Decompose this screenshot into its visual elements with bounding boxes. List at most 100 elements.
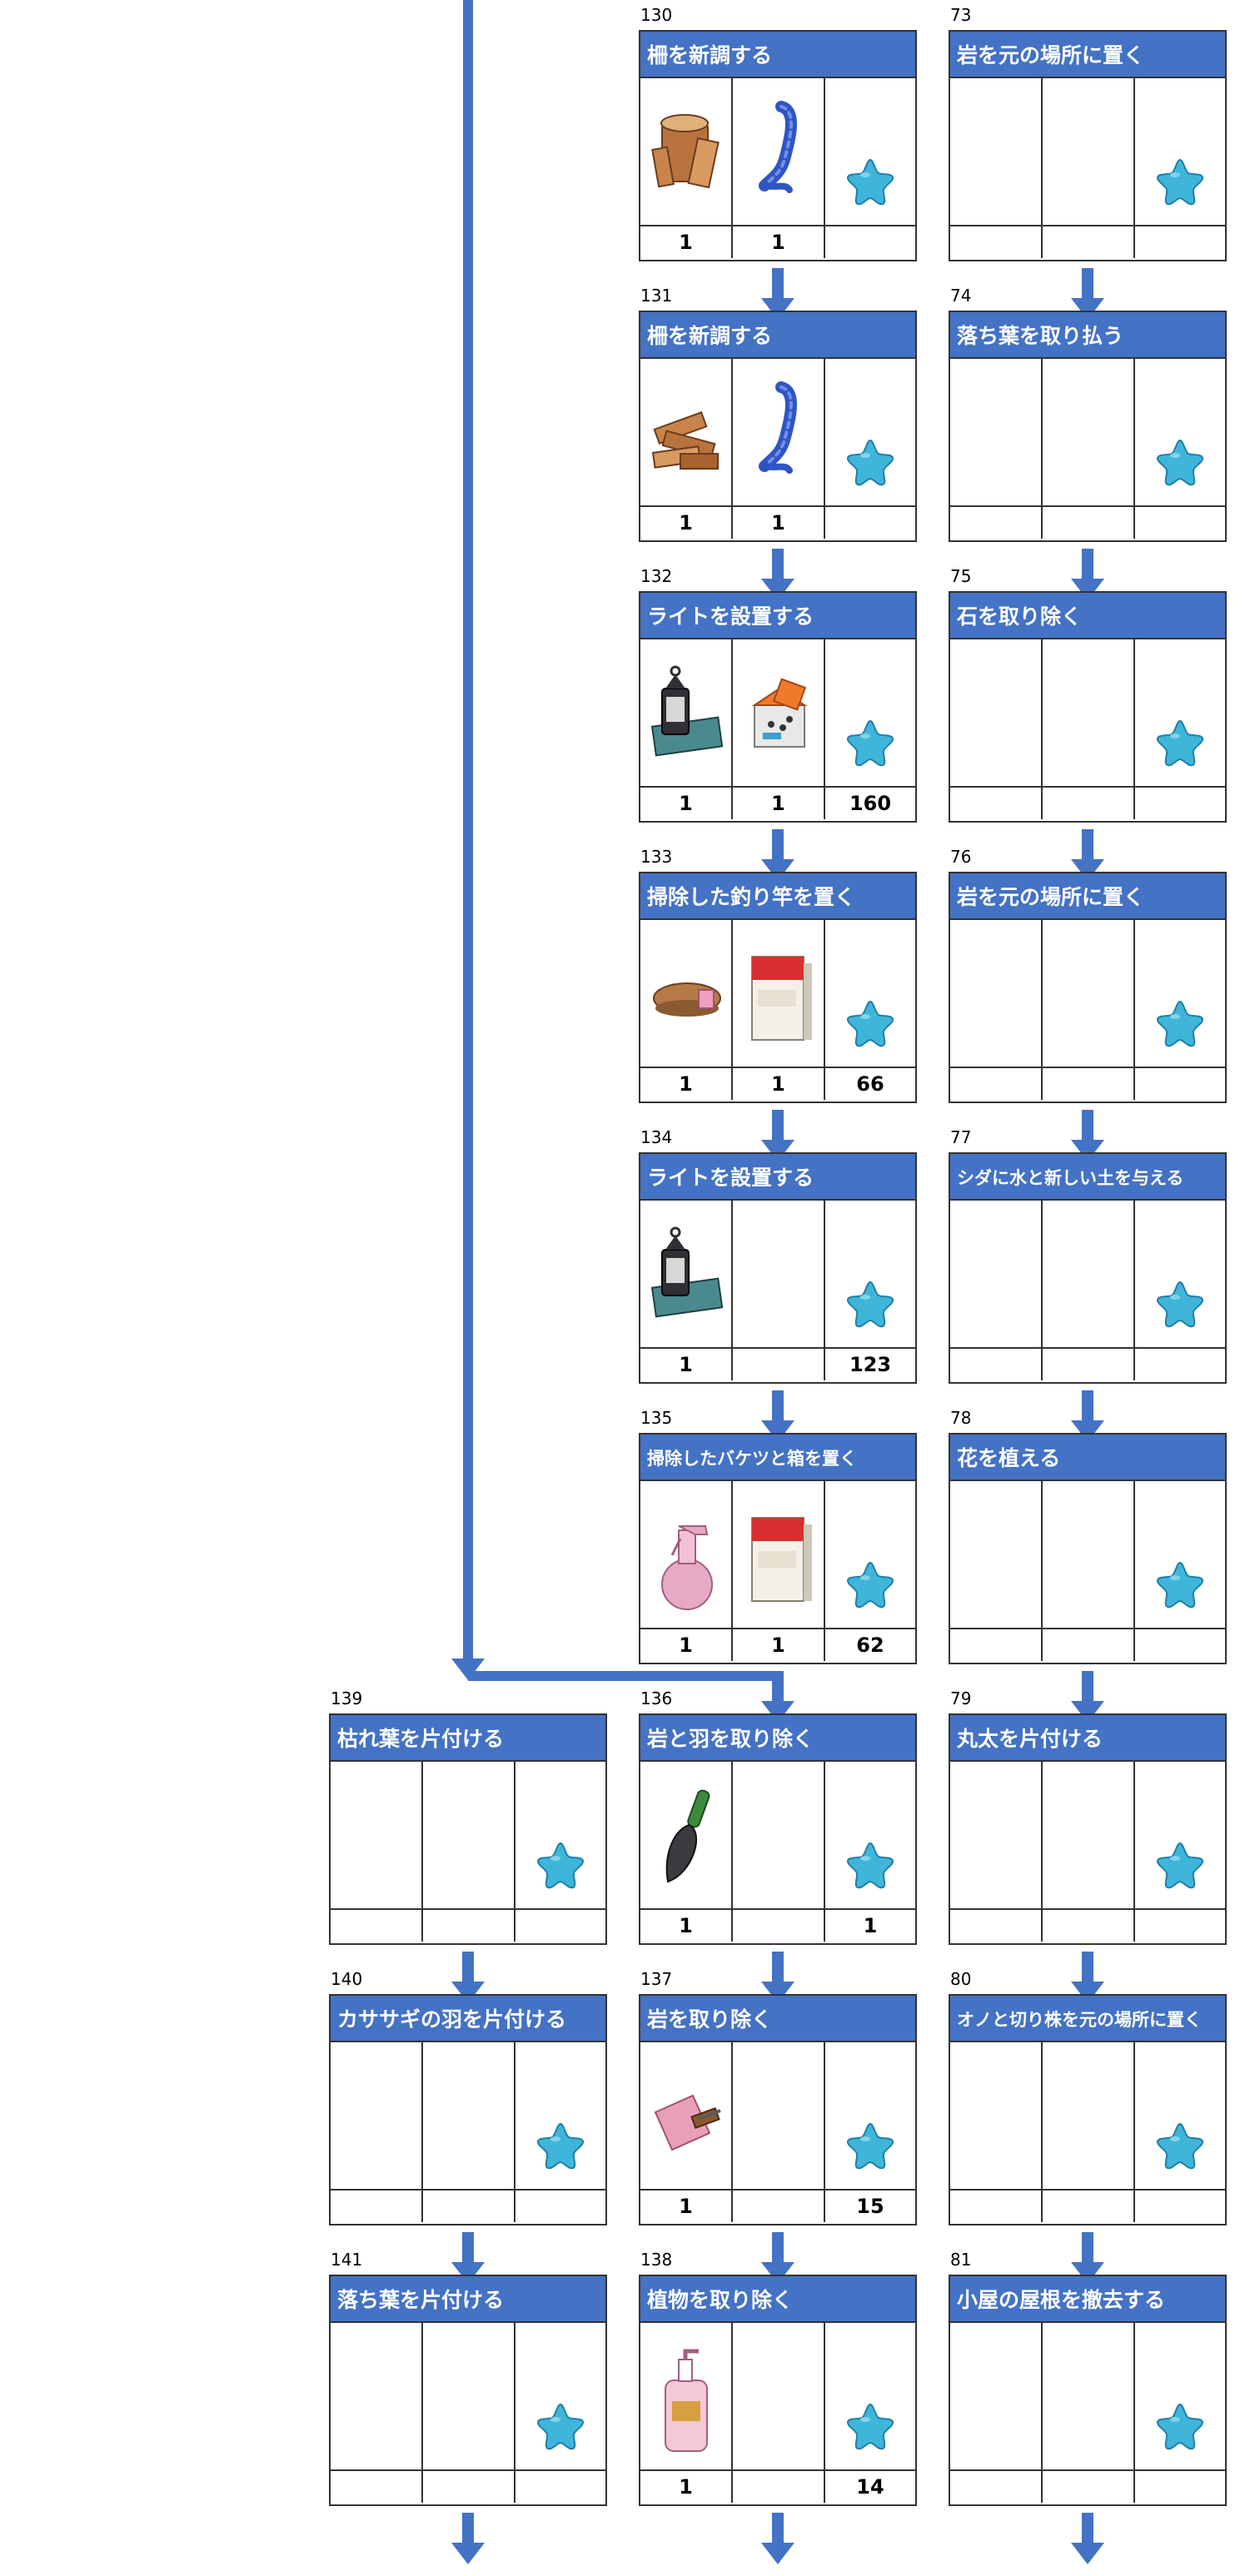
- item-quantity: [1043, 2469, 1135, 2503]
- star-icon: [845, 1279, 895, 1329]
- task-requirements-grid: [949, 2323, 1227, 2506]
- flow-arrow-down: [1071, 1390, 1104, 1442]
- task-requirements-grid: [329, 2042, 607, 2225]
- item-quantity: [733, 2469, 825, 2503]
- star-cost-cell: [1135, 1201, 1225, 1347]
- task-number: 137: [640, 1969, 673, 1989]
- task-number: 141: [331, 2250, 363, 2270]
- flow-arrow-down: [1071, 1952, 1104, 2003]
- item-quantity: [1043, 1067, 1135, 1100]
- item-quantity: 1: [640, 225, 733, 258]
- task-requirements-grid: [949, 1762, 1227, 1945]
- star-icon: [845, 1840, 895, 1890]
- flow-arrow-down: [1071, 2232, 1104, 2284]
- task-number: 134: [640, 1127, 673, 1147]
- item-cell: [423, 1762, 515, 1908]
- item-quantity: 1: [733, 505, 825, 539]
- task-number: 138: [640, 2250, 673, 2270]
- planks-icon: [647, 370, 726, 495]
- star-cost-value: [515, 1908, 605, 1942]
- item-cell: [733, 1481, 825, 1628]
- star-cost-value: [1135, 1908, 1225, 1942]
- task-requirements-grid: [949, 1201, 1227, 1384]
- task-title: 岩を元の場所に置く: [949, 30, 1227, 78]
- star-cost-cell: [1135, 1762, 1225, 1908]
- soap-pump-icon: [647, 2335, 726, 2459]
- item-cell: [640, 920, 733, 1067]
- item-quantity: [423, 1908, 515, 1942]
- star-cost-value: [825, 505, 915, 539]
- item-quantity: [950, 2469, 1043, 2503]
- star-cost-cell: [515, 1762, 605, 1908]
- task-requirements-grid: [949, 920, 1227, 1103]
- task-number: 133: [640, 847, 673, 867]
- item-quantity: 1: [733, 1628, 825, 1661]
- flow-arrow-down: [1071, 1110, 1104, 1161]
- task-title: 植物を取り除く: [639, 2275, 917, 2323]
- task-number: 77: [950, 1127, 972, 1147]
- star-cost-value: 160: [825, 786, 915, 819]
- item-quantity: [1043, 786, 1135, 819]
- task-title: 落ち葉を取り払う: [949, 311, 1227, 359]
- star-cost-cell: [1135, 1481, 1225, 1628]
- flow-arrow-down: [761, 268, 794, 320]
- item-cell: [733, 2042, 825, 2189]
- soap-box-icon: [740, 932, 819, 1057]
- item-cell: [733, 359, 825, 505]
- task-number: 132: [640, 566, 673, 586]
- trowel-icon: [647, 1773, 726, 1898]
- task-number: 74: [950, 286, 972, 306]
- star-cost-cell: [515, 2323, 605, 2469]
- star-icon: [845, 718, 895, 768]
- item-cell: [640, 1481, 733, 1628]
- item-cell: [733, 2323, 825, 2469]
- task-title: 岩と羽を取り除く: [639, 1713, 917, 1762]
- item-cell: [1043, 920, 1135, 1067]
- star-cost-value: 14: [825, 2469, 915, 2503]
- star-cost-value: [1135, 1347, 1225, 1380]
- item-cell: [950, 359, 1043, 505]
- task-number: 75: [950, 566, 972, 586]
- item-cell: [640, 639, 733, 786]
- task-title: 丸太を片付ける: [949, 1713, 1227, 1762]
- flow-arrow-down: [761, 829, 794, 881]
- item-cell: [733, 1762, 825, 1908]
- task-requirements-grid: [329, 1762, 607, 1945]
- task-number: 131: [640, 286, 673, 306]
- star-icon: [1155, 157, 1205, 206]
- star-icon: [845, 2401, 895, 2451]
- star-icon: [845, 437, 895, 487]
- star-cost-value: [825, 225, 915, 258]
- task-requirements-grid: [949, 78, 1227, 261]
- lantern-icon: [647, 1212, 726, 1337]
- star-icon: [1155, 1840, 1205, 1890]
- item-quantity: [950, 1067, 1043, 1100]
- item-cell: [1043, 2042, 1135, 2189]
- star-cost-value: 123: [825, 1347, 915, 1380]
- star-cost-cell: [515, 2042, 605, 2189]
- item-cell: [950, 2323, 1043, 2469]
- item-cell: [331, 1762, 423, 1908]
- item-cell: [640, 2042, 733, 2189]
- dustpan-icon: [647, 2054, 726, 2179]
- star-icon: [845, 1559, 895, 1609]
